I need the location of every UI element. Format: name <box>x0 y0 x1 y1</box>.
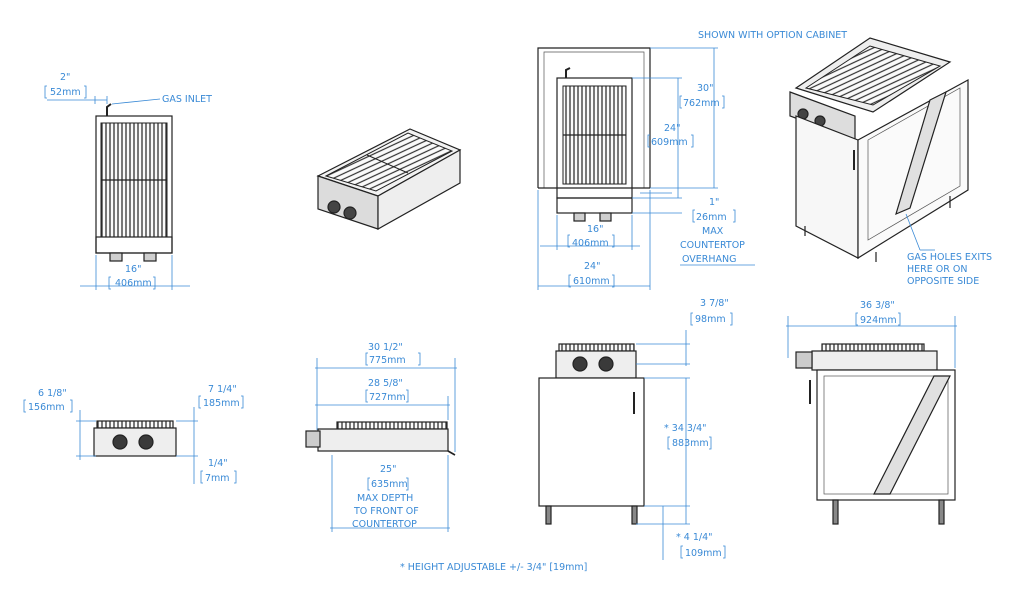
front-gap-mm: 7mm <box>205 473 230 484</box>
top-width-in: 16" <box>125 264 141 275</box>
gas-inlet-label: GAS INLET <box>162 94 212 105</box>
side-depth-l1: MAX DEPTH <box>357 493 413 504</box>
cabf-leg-in: * 4 1/4" <box>676 532 713 543</box>
cabinet-side-dims <box>786 312 957 368</box>
cabinet-top-view <box>537 47 651 222</box>
cabs-width-in: 36 3/8" <box>860 300 895 311</box>
cabinet-front-view <box>538 343 645 525</box>
side-depth-l2: TO FRONT OF <box>353 506 419 517</box>
gas-holes-l2: HERE OR ON <box>907 264 967 275</box>
cab-overhang-in: 1" <box>709 197 719 208</box>
top-inlet-in: 2" <box>60 72 70 83</box>
cabf-top-mm: 98mm <box>695 314 726 325</box>
cabf-height-in: * 34 3/4" <box>664 423 707 434</box>
cab-overhang-l2: COUNTERTOP <box>680 240 745 251</box>
cab-grill-mm: 609mm <box>651 137 688 148</box>
cab-overhang-l1: MAX <box>702 226 724 237</box>
footnote: * HEIGHT ADJUSTABLE +/- 3/4" [19mm] <box>400 562 587 573</box>
front-gap-in: 1/4" <box>208 458 228 469</box>
cabf-leg-mm: 109mm <box>685 548 722 559</box>
top-view <box>95 103 173 262</box>
cabinet-top-dims <box>537 47 755 290</box>
cab-grill-in: 24" <box>664 123 680 134</box>
front-body-in: 7 1/4" <box>208 384 237 395</box>
top-width-mm: 406mm <box>115 278 152 289</box>
gas-holes-l3: OPPOSITE SIDE <box>907 276 979 287</box>
cab-overhang-mm: 26mm <box>696 212 727 223</box>
cab-grill-w-mm: 406mm <box>572 238 609 249</box>
cab-overhang-l3: OVERHANG <box>682 254 737 265</box>
front-height-in: 6 1/8" <box>38 388 67 399</box>
side-overall-in: 30 1/2" <box>368 342 403 353</box>
side-view-dims <box>315 352 457 532</box>
iso-cabinet-view <box>789 37 969 262</box>
front-view-dims <box>23 395 244 484</box>
knob-left <box>109 252 123 262</box>
header-note: SHOWN WITH OPTION CABINET <box>698 30 847 41</box>
cabf-top-in: 3 7/8" <box>700 298 729 309</box>
cabs-width-mm: 924mm <box>860 315 897 326</box>
side-depth-l3: COUNTERTOP <box>352 519 417 530</box>
front-view <box>93 420 177 457</box>
top-inlet-mm: 52mm <box>50 87 81 98</box>
side-view <box>305 421 456 456</box>
front-height-mm: 156mm <box>28 402 65 413</box>
cab-w-mm: 610mm <box>573 276 610 287</box>
top-view-dims <box>44 85 190 290</box>
gas-inlet-pipe <box>106 103 112 116</box>
cab-w-in: 24" <box>584 261 600 272</box>
gas-holes-l1: GAS HOLES EXITS <box>907 252 992 263</box>
side-depth-in: 25" <box>380 464 396 475</box>
side-body-in: 28 5/8" <box>368 378 403 389</box>
front-body-mm: 185mm <box>203 398 240 409</box>
cabinet-front-dims <box>636 312 733 560</box>
iso-grill-view <box>316 128 462 231</box>
side-body-mm: 727mm <box>369 392 406 403</box>
cab-depth-mm: 762mm <box>683 98 720 109</box>
cabf-height-mm: 883mm <box>672 438 709 449</box>
knob-right <box>143 252 157 262</box>
cabinet-side-view <box>795 343 956 525</box>
side-overall-mm: 775mm <box>369 355 406 366</box>
cab-depth-in: 30" <box>697 83 713 94</box>
side-depth-mm: 635mm <box>371 479 408 490</box>
cab-grill-w-in: 16" <box>587 224 603 235</box>
